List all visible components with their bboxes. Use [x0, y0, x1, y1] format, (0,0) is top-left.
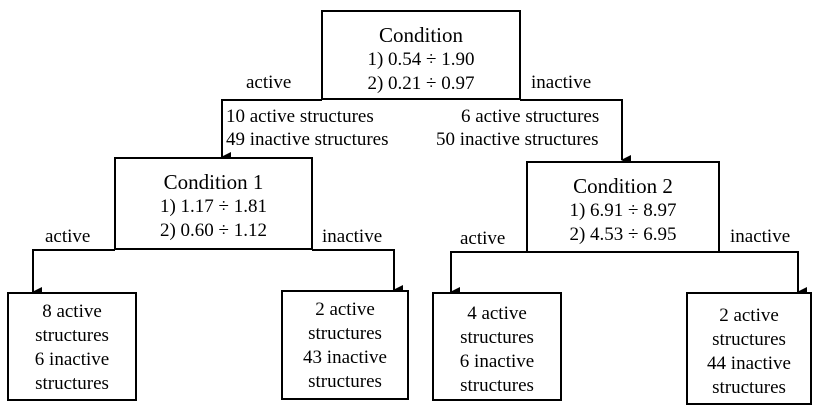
root-right-inactive-count: 50 inactive structures — [436, 129, 599, 150]
condition-2-title: Condition 2 — [573, 174, 673, 198]
condition-2-range-1: 1) 6.91 ÷ 8.97 — [569, 200, 677, 221]
leaf-4-line-1: 2 active — [719, 305, 779, 326]
edge-root-active — [221, 99, 322, 162]
leaf-1-line-4: structures — [35, 373, 109, 394]
edge-root-inactive — [520, 99, 631, 165]
leaf-node-4: 2 active structures 44 inactive structur… — [686, 292, 812, 405]
edge-c1-inactive — [312, 249, 403, 295]
leaf-3-line-4: structures — [460, 375, 534, 396]
leaf-2-line-2: structures — [308, 323, 382, 344]
leaf-1-line-2: structures — [35, 325, 109, 346]
root-inactive-label: inactive — [531, 72, 592, 93]
root-left-inactive-count: 49 inactive structures — [226, 129, 389, 150]
condition-2-inactive-label: inactive — [730, 226, 791, 247]
condition-1-node: Condition 1 1) 1.17 ÷ 1.81 2) 0.60 ÷ 1.1… — [114, 157, 313, 250]
leaf-2-line-1: 2 active — [315, 299, 375, 320]
condition-2-node: Condition 2 1) 6.91 ÷ 8.97 2) 4.53 ÷ 6.9… — [526, 161, 720, 253]
root-left-active-count: 10 active structures — [226, 106, 374, 127]
condition-1-title: Condition 1 — [163, 170, 264, 194]
root-right-active-count: 6 active structures — [461, 106, 600, 127]
leaf-node-3: 4 active structures 6 inactive structure… — [432, 292, 562, 401]
condition-2-range-2: 2) 4.53 ÷ 6.95 — [569, 224, 677, 245]
root-range-2: 2) 0.21 ÷ 0.97 — [367, 73, 475, 94]
leaf-4-line-2: structures — [712, 329, 786, 350]
leaf-node-1: 8 active structures 6 inactive structure… — [7, 292, 137, 401]
leaf-2-line-3: 43 inactive — [303, 347, 387, 368]
root-range-1: 1) 0.54 ÷ 1.90 — [367, 49, 475, 70]
leaf-1-line-1: 8 active — [42, 301, 102, 322]
leaf-3-line-2: structures — [460, 327, 534, 348]
condition-2-active-label: active — [460, 228, 506, 249]
condition-1-inactive-label: inactive — [322, 226, 383, 247]
leaf-3-line-1: 4 active — [467, 303, 527, 324]
leaf-1-line-3: 6 inactive — [34, 349, 110, 370]
condition-1-range-2: 2) 0.60 ÷ 1.12 — [159, 220, 267, 241]
condition-1-active-label: active — [45, 226, 91, 247]
leaf-node-2: 2 active structures 43 inactive structur… — [281, 290, 409, 400]
leaf-4-line-3: 44 inactive — [707, 353, 791, 374]
condition-1-range-1: 1) 1.17 ÷ 1.81 — [159, 196, 267, 217]
leaf-3-line-3: 6 inactive — [459, 351, 535, 372]
root-title: Condition — [378, 23, 463, 47]
root-active-label: active — [246, 72, 292, 93]
edge-c2-active — [450, 251, 527, 297]
edge-c2-inactive — [719, 251, 807, 297]
root-condition-node: Condition 1) 0.54 ÷ 1.90 2) 0.21 ÷ 0.97 — [321, 10, 521, 100]
leaf-2-line-4: structures — [308, 371, 382, 392]
leaf-4-line-4: structures — [712, 377, 786, 398]
edge-c1-active — [32, 249, 115, 297]
